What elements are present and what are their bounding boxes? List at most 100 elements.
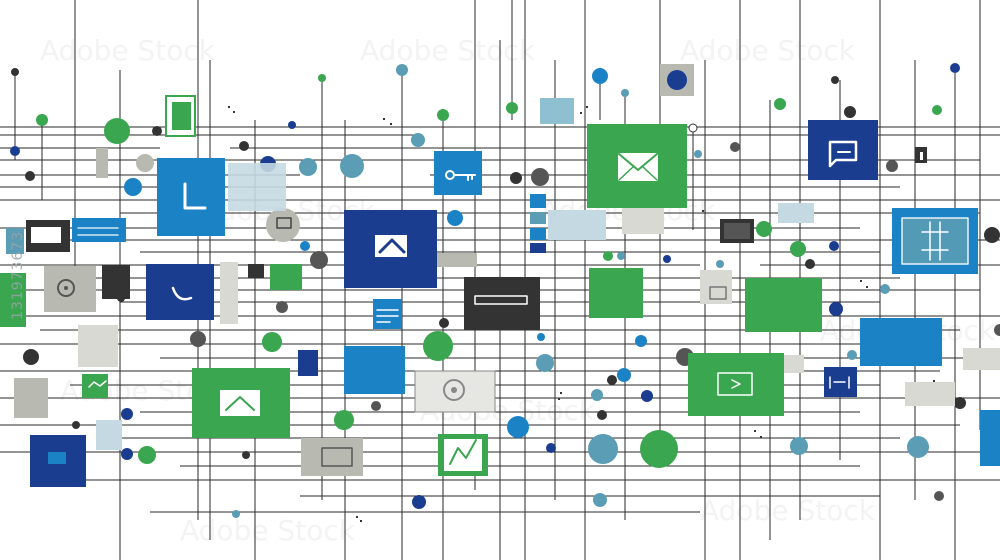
node-circle [190, 331, 206, 347]
node-square [298, 350, 318, 376]
node-square [530, 194, 546, 208]
node-circle [847, 350, 857, 360]
tablet-icon [321, 447, 353, 467]
node-circle [537, 333, 545, 341]
node-circle [591, 389, 603, 401]
node-square [622, 208, 664, 234]
node-square [920, 152, 923, 160]
pin-dot [437, 109, 449, 121]
node-circle [984, 227, 1000, 243]
node-circle [266, 208, 300, 242]
node-circle [641, 390, 653, 402]
pin-dot [288, 121, 296, 129]
node-square [548, 210, 606, 240]
pin-dot [831, 76, 839, 84]
watermark-text: Adobe Stock [40, 34, 216, 67]
node-square [14, 378, 48, 418]
node-circle [510, 172, 522, 184]
list-icon [77, 227, 119, 236]
pin-dot [318, 74, 326, 82]
node-square [905, 382, 955, 406]
node-circle [242, 451, 250, 459]
node-square [589, 268, 643, 318]
node-circle [716, 260, 724, 268]
speckles [228, 106, 935, 522]
node-square [6, 228, 24, 254]
corner-icon [183, 182, 207, 210]
node-circle [23, 349, 39, 365]
node-square [860, 318, 942, 366]
node-square [434, 151, 482, 195]
node-square [530, 243, 546, 253]
node-square [172, 102, 191, 130]
node-circle [880, 284, 890, 294]
node-circle [121, 448, 133, 460]
node-circle [994, 324, 1000, 336]
pins-layer [11, 63, 960, 230]
watermark-text: Adobe Stock [180, 514, 356, 547]
node-circle [640, 430, 678, 468]
node-circle [756, 221, 772, 237]
node-circle [603, 251, 613, 261]
node-square [248, 264, 264, 278]
node-circle [617, 368, 631, 382]
pin-dot [36, 114, 48, 126]
node-square [157, 158, 225, 236]
watermark-text: Adobe Stock [680, 34, 856, 67]
node-square [808, 120, 878, 180]
node-circle [546, 443, 556, 453]
node-circle [371, 401, 381, 411]
node-circle [299, 158, 317, 176]
target-icon [443, 379, 465, 401]
node-circle [423, 331, 453, 361]
node-square [778, 203, 814, 223]
node-circle [663, 255, 671, 263]
node-square [102, 265, 130, 299]
gear-icon [57, 279, 75, 297]
node-square [72, 218, 126, 242]
node-square [228, 163, 286, 211]
node-square [980, 410, 1000, 466]
moon-icon [171, 286, 193, 301]
node-circle [531, 168, 549, 186]
node-circle [829, 241, 839, 251]
node-circle [136, 154, 154, 172]
node-circle [276, 301, 288, 313]
circle-nodes [10, 118, 1000, 518]
node-square [96, 420, 122, 450]
chart-icon [444, 439, 482, 471]
pin-dot [844, 106, 856, 118]
node-circle [597, 410, 607, 420]
node-circle [340, 154, 364, 178]
node-square [220, 262, 238, 324]
node-square [688, 353, 784, 416]
node-circle [334, 410, 354, 430]
pin-dot [774, 98, 786, 110]
node-square [437, 253, 477, 267]
node-circle [25, 171, 35, 181]
node-circle [588, 434, 618, 464]
node-circle [300, 241, 310, 251]
node-circle [607, 375, 617, 385]
node-circle [805, 259, 815, 269]
monitor-icon [276, 217, 292, 229]
node-circle [239, 141, 249, 151]
node-square [344, 346, 405, 394]
node-circle [635, 335, 647, 347]
pin-dot [11, 68, 19, 76]
node-square [784, 355, 804, 373]
node-circle [730, 142, 740, 152]
pin-dot [592, 68, 608, 84]
node-square [373, 299, 402, 329]
pin-dot [932, 105, 942, 115]
node-square [44, 266, 96, 312]
stock-id-label: 131973673 [10, 230, 26, 320]
pin-dot [396, 64, 408, 76]
node-circle [121, 408, 133, 420]
pin-dot [688, 123, 698, 133]
screen-icon [48, 452, 66, 464]
pin-dot [506, 102, 518, 114]
node-square [0, 273, 26, 327]
